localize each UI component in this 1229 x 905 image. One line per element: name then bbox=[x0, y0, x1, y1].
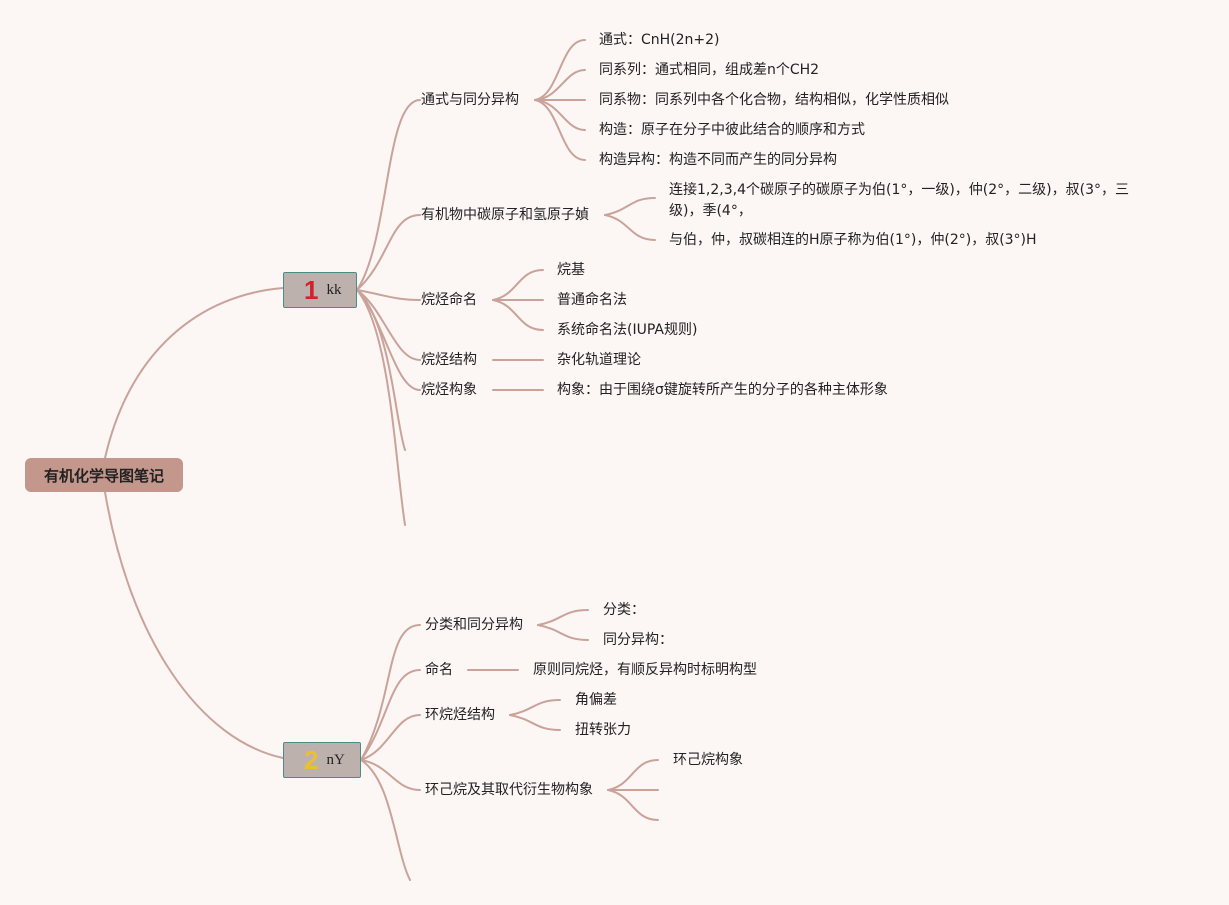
topic-2-3-item-2[interactable]: 扭转张力 bbox=[575, 722, 631, 738]
topic-2-1-item-1[interactable]: 分类： bbox=[603, 602, 645, 618]
topic-1-5-item-1[interactable]: 构象：由于围绕σ键旋转所产生的分子的各种主体形象 bbox=[557, 382, 888, 398]
topic-1-1-item-2[interactable]: 同系列：通式相同，组成差n个CH2 bbox=[599, 62, 820, 78]
topic-1-2-item-2[interactable]: 与伯，仲，叔碳相连的H原子称为伯(1°)，仲(2°)，叔(3°)H bbox=[669, 232, 1037, 248]
branch-1-label: kk bbox=[326, 281, 342, 298]
topic-1-3-item-2[interactable]: 普通命名法 bbox=[557, 292, 627, 308]
topic-1-1-item-3[interactable]: 同系物：同系列中各个化合物，结构相似，化学性质相似 bbox=[599, 92, 949, 108]
topic-1-1-item-4[interactable]: 构造：原子在分子中彼此结合的顺序和方式 bbox=[599, 122, 865, 138]
topic-2-4[interactable]: 环己烷及其取代衍生物构象 bbox=[425, 782, 593, 798]
topic-1-3-item-3[interactable]: 系统命名法(IUPA规则) bbox=[557, 322, 698, 338]
topic-1-1[interactable]: 通式与同分异构 bbox=[421, 92, 519, 108]
topic-2-2[interactable]: 命名 bbox=[425, 662, 453, 678]
branch-1[interactable]: 1 kk bbox=[283, 272, 357, 308]
topic-2-2-item-1[interactable]: 原则同烷烃，有顺反异构时标明构型 bbox=[533, 662, 757, 678]
topic-1-2-item-1[interactable]: 连接1,2,3,4个碳原子的碳原子为伯(1°，一级)，仲(2°，二级)，叔(3°… bbox=[669, 182, 1130, 219]
topic-2-1-item-2[interactable]: 同分异构： bbox=[603, 632, 673, 648]
root-node[interactable]: 有机化学导图笔记 bbox=[25, 458, 183, 492]
topic-1-3[interactable]: 烷烃命名 bbox=[421, 292, 477, 308]
topic-2-3-item-1[interactable]: 角偏差 bbox=[575, 692, 617, 708]
branch-2-number-badge: 2 bbox=[304, 745, 319, 775]
topic-2-4-item-1[interactable]: 环己烷构象 bbox=[673, 752, 743, 768]
topic-2-1[interactable]: 分类和同分异构 bbox=[425, 617, 523, 633]
topic-1-1-item-5[interactable]: 构造异构：构造不同而产生的同分异构 bbox=[599, 152, 837, 168]
root-label: 有机化学导图笔记 bbox=[43, 466, 164, 485]
topic-1-4-item-1[interactable]: 杂化轨道理论 bbox=[557, 352, 641, 368]
branch-1-number-badge: 1 bbox=[304, 275, 319, 305]
topic-1-1-item-1[interactable]: 通式：CnH(2n+2) bbox=[599, 32, 720, 48]
topic-2-3[interactable]: 环烷烃结构 bbox=[425, 707, 495, 723]
branch-2-label: nY bbox=[326, 751, 345, 768]
topic-1-4[interactable]: 烷烃结构 bbox=[421, 352, 477, 368]
branch-2[interactable]: 2 nY bbox=[283, 742, 361, 778]
topic-1-3-item-1[interactable]: 烷基 bbox=[557, 262, 585, 278]
topic-1-2[interactable]: 有机物中碳原子和氢原子媜 bbox=[421, 207, 589, 223]
topic-1-5[interactable]: 烷烃构象 bbox=[421, 382, 477, 398]
